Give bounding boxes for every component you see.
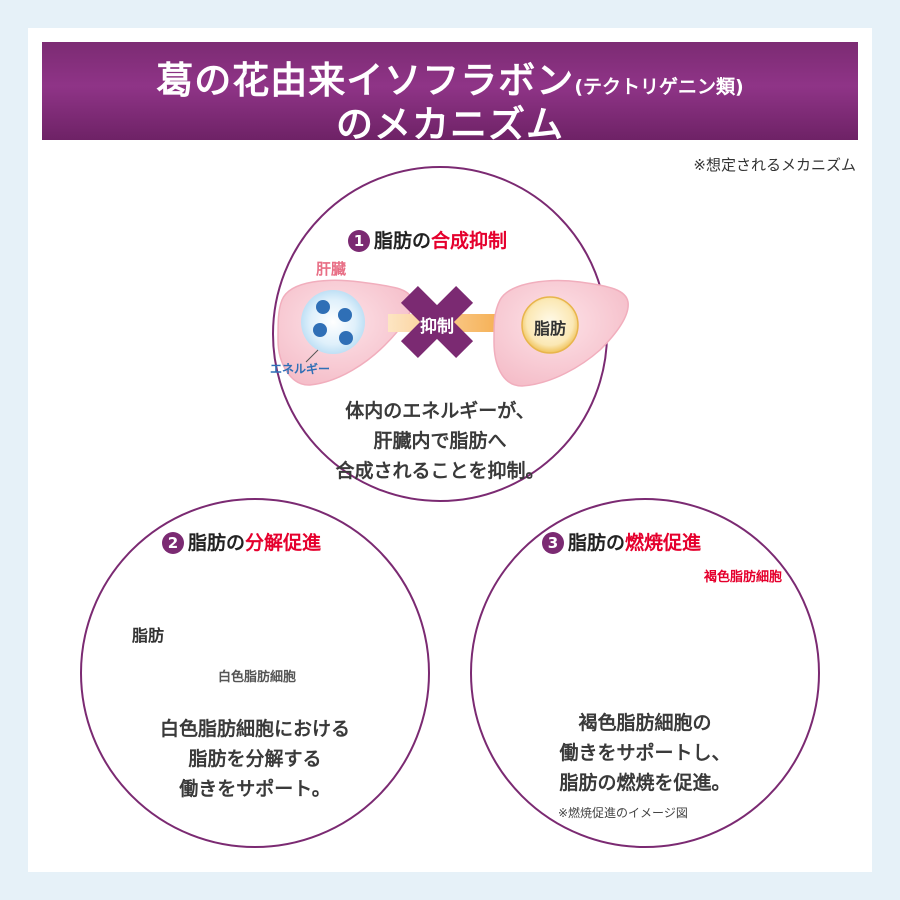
- brown-fat-cell-label: 褐色脂肪細胞: [704, 570, 783, 585]
- title-line-2: のメカニズム: [336, 103, 564, 146]
- liver-label: 肝臓: [316, 260, 347, 278]
- fat-label-2: 脂肪: [131, 626, 164, 645]
- inhibit-label: 抑制: [420, 317, 454, 337]
- step-1-title-plain: 脂肪の: [374, 230, 432, 252]
- step-1-line-2: 肝臓内で脂肪へ: [373, 430, 507, 452]
- step-1-title-highlight: 合成抑制: [431, 230, 508, 252]
- break-label: 分解: [252, 624, 279, 639]
- step-3-image-note: ※燃焼促進のイメージ図: [558, 806, 688, 820]
- step-2-line-2: 脂肪を分解する: [188, 748, 322, 770]
- step-3-title-plain: 脂肪の: [568, 532, 626, 554]
- burn-label: 燃焼: [626, 625, 654, 641]
- step-1-line-1: 体内のエネルギーが、: [345, 400, 535, 422]
- step-2-line-3: 働きをサポート。: [179, 778, 331, 800]
- inhibit-x-mark: [400, 285, 474, 359]
- step-2-line-1: 白色脂肪細胞における: [159, 718, 350, 740]
- title-subtext: (テクトリゲニン類): [574, 76, 744, 98]
- step-3-description: 褐色脂肪細胞の 働きをサポートし、 脂肪の燃焼を促進。: [490, 708, 800, 798]
- energy-label: エネルギー: [270, 362, 331, 376]
- step-3-title-highlight: 燃焼促進: [625, 532, 702, 554]
- fat-label-1: 脂肪: [533, 319, 566, 338]
- title-line-1: 葛の花由来イソフラボン(テクトリゲニン類): [42, 50, 858, 104]
- step-1-description: 体内のエネルギーが、 肝臓内で脂肪へ 合成されることを抑制。: [290, 396, 590, 486]
- step-3-line-3: 脂肪の燃焼を促進。: [559, 772, 731, 794]
- title-banner: 葛の花由来イソフラボン(テクトリゲニン類) のメカニズム: [42, 42, 858, 146]
- step-3-number-badge: 3: [542, 532, 564, 554]
- step-3-line-1: 褐色脂肪細胞の: [578, 712, 712, 734]
- step-1-number-badge: 1: [348, 230, 370, 252]
- white-fat-cell-label: 白色脂肪細胞: [214, 666, 301, 685]
- step-3-circle: [470, 498, 820, 848]
- step-2-title-highlight: 分解促進: [245, 532, 322, 554]
- step-2-description: 白色脂肪細胞における 脂肪を分解する 働きをサポート。: [100, 714, 410, 804]
- fat-globule-1: [521, 296, 579, 354]
- step-2-title-plain: 脂肪の: [188, 532, 246, 554]
- assumed-mechanism-note: ※想定されるメカニズム: [693, 156, 856, 174]
- step-2-number-badge: 2: [162, 532, 184, 554]
- step-3-line-2: 働きをサポートし、: [559, 742, 731, 764]
- step-1-line-3: 合成されることを抑制。: [335, 460, 545, 482]
- energy-particles: [313, 300, 353, 345]
- energy-cluster: [301, 290, 365, 354]
- title-main: 葛の花由来イソフラボン: [156, 59, 575, 102]
